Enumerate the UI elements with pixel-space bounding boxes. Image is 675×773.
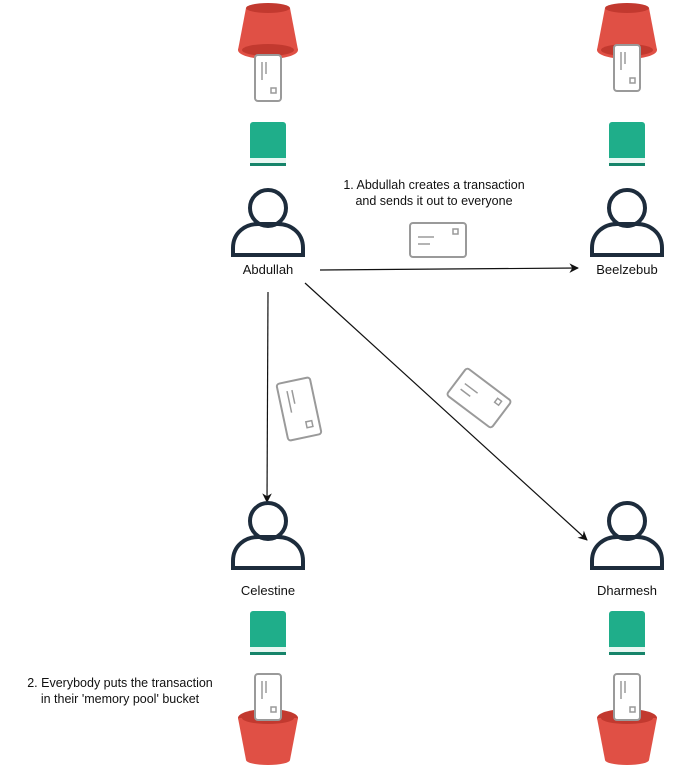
memory-pool-bucket-icon bbox=[597, 709, 657, 765]
step2-note-line2: in their 'memory pool' bucket bbox=[41, 692, 200, 706]
node-label-dharmesh: Dharmesh bbox=[597, 583, 657, 598]
ledger-book-icon bbox=[250, 611, 286, 655]
transaction-card-icon bbox=[409, 222, 467, 258]
person-icon bbox=[590, 501, 664, 570]
ledger-book-icon bbox=[609, 122, 645, 166]
step1-note-line2: and sends it out to everyone bbox=[355, 194, 512, 208]
node-label-beelzebub: Beelzebub bbox=[596, 262, 657, 277]
transaction-card-icon bbox=[254, 54, 282, 102]
person-icon bbox=[231, 188, 305, 257]
arrow-abdullah-to-beelzebub bbox=[319, 263, 579, 273]
memory-pool-bucket-icon bbox=[238, 3, 298, 59]
transaction-card-icon bbox=[613, 673, 641, 721]
transaction-card-icon bbox=[254, 673, 282, 721]
step1-note-line1: 1. Abdullah creates a transaction bbox=[343, 178, 524, 192]
ledger-book-icon bbox=[609, 611, 645, 655]
person-icon bbox=[590, 188, 664, 257]
transaction-card-icon bbox=[446, 367, 512, 429]
node-label-celestine: Celestine bbox=[241, 583, 295, 598]
ledger-book-icon bbox=[250, 122, 286, 166]
step2-note-line1: 2. Everybody puts the transaction bbox=[27, 676, 213, 690]
transaction-card-icon bbox=[275, 376, 323, 442]
person-icon bbox=[231, 501, 305, 570]
node-label-abdullah: Abdullah bbox=[243, 262, 294, 277]
transaction-card-icon bbox=[613, 44, 641, 92]
arrow-abdullah-to-celestine bbox=[262, 291, 272, 503]
arrow-abdullah-to-dharmesh bbox=[304, 282, 588, 541]
memory-pool-bucket-icon bbox=[238, 709, 298, 765]
